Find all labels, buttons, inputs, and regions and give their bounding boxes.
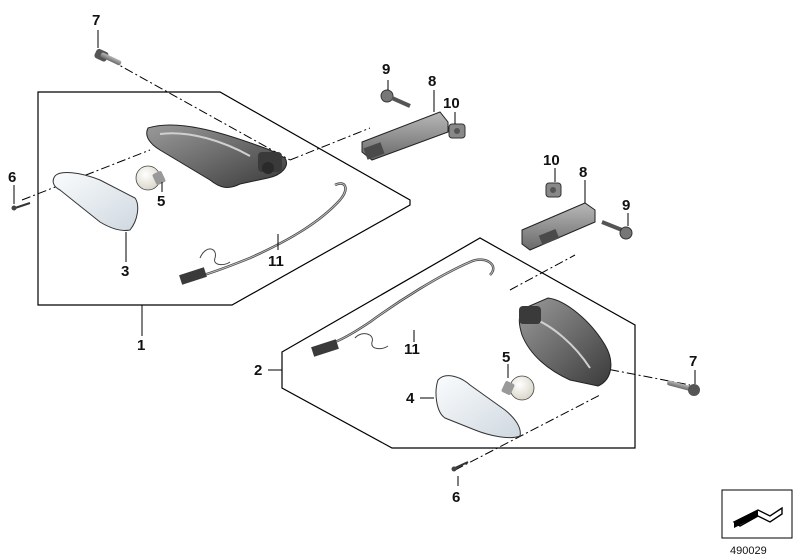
callout-2: 2 <box>254 362 262 379</box>
navigation-arrow-icon <box>721 489 793 539</box>
nut-right <box>545 182 562 198</box>
callout-8-left: 8 <box>428 73 436 90</box>
connector-right <box>311 339 339 357</box>
assembly-frame-right <box>281 237 636 449</box>
assembly-frame-left <box>37 91 411 306</box>
reference-number: 490029 <box>730 545 767 557</box>
callout-6-left: 6 <box>8 169 16 186</box>
nut-left <box>448 123 466 139</box>
axis-line-right-top <box>509 254 576 291</box>
connector-left <box>179 267 207 285</box>
callout-1: 1 <box>137 337 145 354</box>
callout-5-left: 5 <box>157 193 165 210</box>
callout-9-right: 9 <box>622 197 630 214</box>
lens-right <box>435 375 521 439</box>
callout-6-right: 6 <box>452 489 460 506</box>
callout-3: 3 <box>121 263 129 280</box>
callout-10-left: 10 <box>443 95 460 112</box>
indicator-housing-right <box>518 297 612 387</box>
indicator-housing-left <box>146 124 287 188</box>
callout-7-left: 7 <box>92 12 100 29</box>
callout-8-right: 8 <box>579 164 587 181</box>
screw-bracket-right <box>601 220 633 240</box>
screw-small-right <box>451 461 469 472</box>
callout-7-right: 7 <box>689 353 697 370</box>
callout-11-left: 11 <box>268 253 284 270</box>
callout-10-right: 10 <box>543 152 560 169</box>
bracket-left <box>361 111 449 161</box>
callout-11-right: 11 <box>404 341 420 358</box>
axis-line-left-top <box>109 59 291 161</box>
bulb-right <box>501 375 535 401</box>
screw-bracket-left <box>380 89 411 108</box>
screw-small-left <box>11 202 31 211</box>
leader-lines <box>13 30 696 486</box>
callout-4: 4 <box>406 390 415 407</box>
bulb-left <box>135 165 166 191</box>
callout-9-left: 9 <box>382 61 390 78</box>
axis-line-right-low <box>454 394 601 471</box>
bolt-right <box>667 380 700 396</box>
bolt-left <box>94 48 122 66</box>
lens-left <box>52 172 139 231</box>
callout-5-right: 5 <box>502 349 510 366</box>
bracket-right <box>521 202 596 251</box>
axis-line-left-mid <box>289 127 371 161</box>
